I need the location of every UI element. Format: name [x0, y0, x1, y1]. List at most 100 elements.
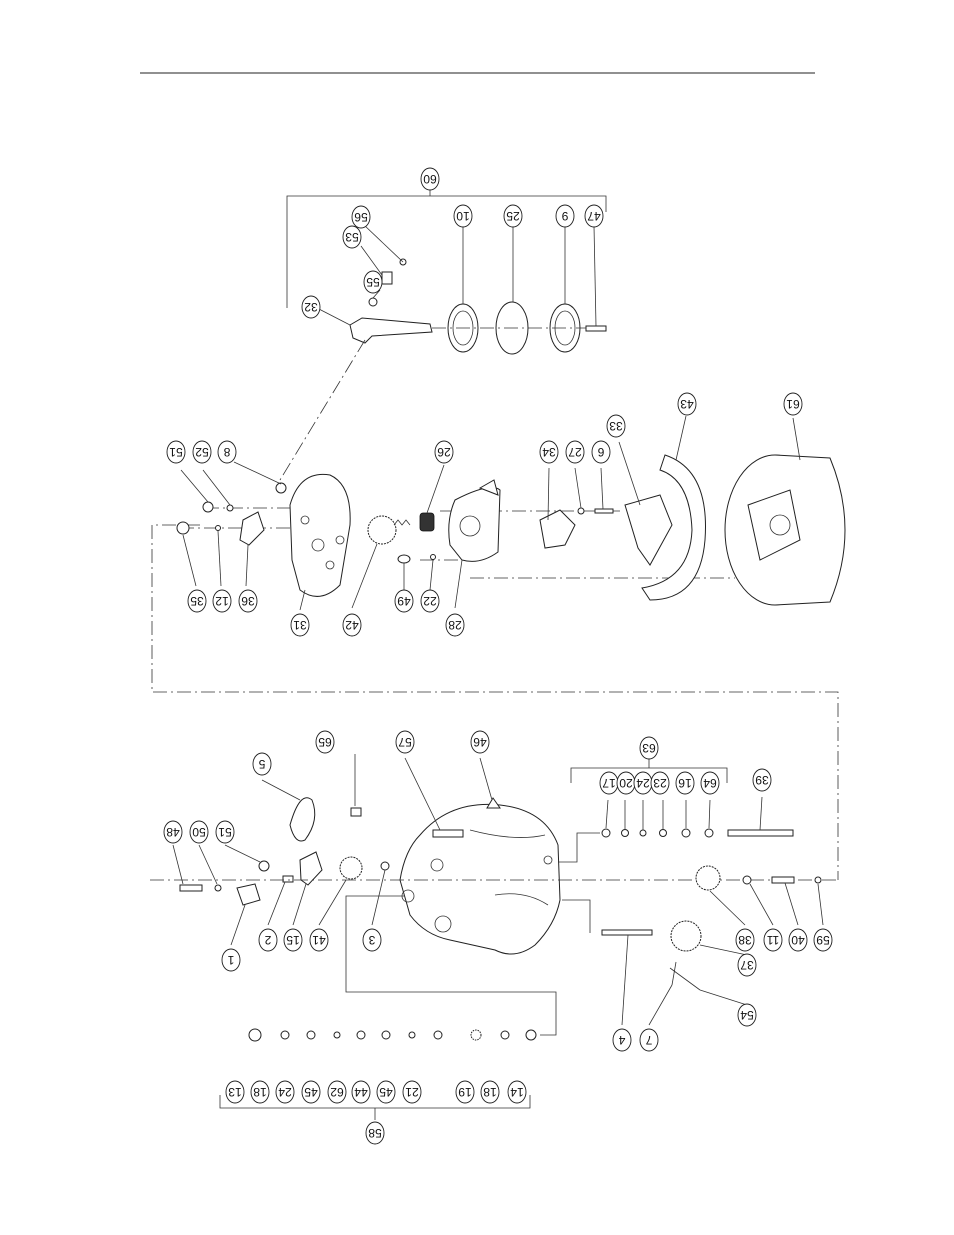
callout-number: 62 — [330, 1085, 344, 1099]
callout-r14: 14 — [507, 1080, 527, 1104]
callout-number: 65 — [318, 735, 332, 749]
callout-b48: 48 — [163, 820, 183, 844]
callout-b34: 34 — [539, 440, 559, 464]
callout-number: 35 — [190, 594, 204, 608]
callout-b32: 32 — [301, 295, 321, 319]
callout-number: 12 — [215, 594, 229, 608]
callout-number: 13 — [228, 1085, 242, 1099]
callout-b31: 31 — [290, 613, 310, 637]
top-subassembly — [279, 187, 607, 481]
washer-50 — [214, 884, 222, 892]
callout-b61: 61 — [783, 392, 803, 416]
washer-52 — [226, 504, 234, 512]
flange-1 — [236, 883, 261, 906]
callout-number: 9 — [561, 209, 568, 223]
callout-number: 4 — [618, 1033, 625, 1047]
callout-r18: 18 — [250, 1080, 270, 1104]
callout-b15: 15 — [283, 928, 303, 952]
callout-b57: 57 — [395, 730, 415, 754]
callout-number: 49 — [397, 594, 411, 608]
callout-number: 51 — [218, 825, 232, 839]
callout-b28: 28 — [445, 613, 465, 637]
pinion-26 — [419, 512, 435, 532]
callout-number: 39 — [755, 773, 769, 787]
callout-number: 40 — [791, 933, 805, 947]
callout-b38: 38 — [735, 928, 755, 952]
washer-27 — [577, 507, 585, 515]
callout-b36: 36 — [238, 589, 258, 613]
callout-m20: 20 — [616, 771, 636, 795]
callout-b53: 53 — [342, 225, 362, 249]
callout-r13: 13 — [225, 1080, 245, 1104]
bolt-48 — [179, 884, 203, 892]
callout-number: 53 — [345, 230, 359, 244]
screw-47 — [585, 325, 607, 332]
callout-number: 15 — [286, 933, 300, 947]
shaft-4 — [601, 929, 653, 936]
callout-number: 18 — [483, 1085, 497, 1099]
callout-b47: 47 — [584, 204, 604, 228]
gear-41 — [339, 856, 363, 880]
plate-36 — [239, 511, 265, 546]
callout-b50: 50 — [189, 820, 209, 844]
callout-b6: 6 — [591, 440, 611, 464]
housing-28 — [448, 487, 501, 562]
callout-number: 60 — [423, 172, 437, 186]
pin-7 — [671, 961, 677, 986]
callout-b2: 2 — [258, 928, 278, 952]
housing-61-plate — [747, 489, 801, 561]
callout-r44: 44 — [351, 1080, 371, 1104]
plate-15 — [299, 851, 323, 886]
cap-35 — [176, 521, 190, 535]
callout-number: 54 — [740, 1008, 754, 1022]
callout-b7: 7 — [639, 1028, 659, 1052]
callout-number: 36 — [241, 594, 255, 608]
callout-number: 61 — [786, 397, 800, 411]
callout-r45b: 45 — [376, 1080, 396, 1104]
callout-number: 14 — [510, 1085, 524, 1099]
callout-number: 7 — [645, 1033, 652, 1047]
callout-number: 27 — [568, 445, 582, 459]
callout-number: 48 — [166, 825, 180, 839]
bracket-small — [381, 271, 393, 285]
callout-b55: 55 — [363, 270, 383, 294]
housing-61-side — [774, 454, 846, 606]
callout-b39: 39 — [752, 768, 772, 792]
callout-b33: 33 — [606, 414, 626, 438]
callout-mid_group: 63 — [639, 736, 659, 760]
callout-number: 32 — [304, 300, 318, 314]
bracket-34 — [539, 509, 576, 549]
callout-r21: 21 — [402, 1080, 422, 1104]
callout-b43: 43 — [677, 392, 697, 416]
callout-number: 28 — [448, 618, 462, 632]
callout-b49: 49 — [394, 589, 414, 613]
nut-small — [368, 297, 378, 307]
callout-b35: 35 — [187, 589, 207, 613]
middle-subassembly — [151, 415, 846, 880]
callout-number: 47 — [587, 209, 601, 223]
callout-number: 33 — [609, 419, 623, 433]
callout-b1: 1 — [221, 948, 241, 972]
cover-31 — [289, 473, 351, 597]
callout-number: 16 — [678, 776, 692, 790]
callout-number: 11 — [766, 933, 779, 947]
spring — [393, 519, 411, 526]
callout-b56: 56 — [351, 205, 371, 229]
callout-number: 55 — [366, 275, 380, 289]
callout-b54: 54 — [737, 1003, 757, 1027]
cover-5 — [289, 797, 316, 842]
lower-subassembly — [150, 754, 840, 1120]
bush-65 — [350, 807, 362, 817]
callout-number: 5 — [258, 757, 265, 771]
callout-number: 52 — [195, 445, 209, 459]
callout-r62: 62 — [327, 1080, 347, 1104]
callout-number: 1 — [227, 953, 234, 967]
main-case-46 — [399, 803, 561, 955]
callout-top_group: 60 — [420, 167, 440, 191]
washer-22 — [430, 554, 436, 560]
bolt-49 — [397, 554, 411, 564]
callout-b40: 40 — [788, 928, 808, 952]
callout-number: 44 — [354, 1085, 368, 1099]
callout-number: 26 — [437, 445, 451, 459]
callout-b42: 42 — [342, 613, 362, 637]
